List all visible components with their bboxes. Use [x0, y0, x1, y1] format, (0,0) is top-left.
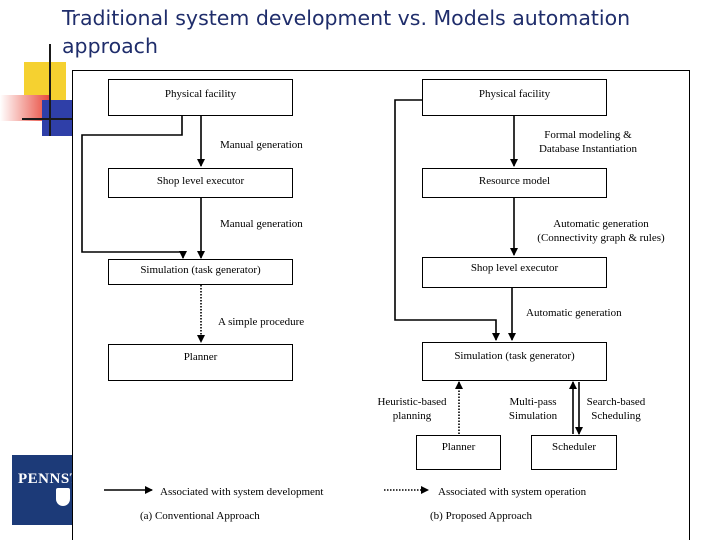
- right-simulation-label: Simulation (task generator): [454, 350, 575, 362]
- left-facility-to-executor-connector: [81, 116, 187, 259]
- left-manual-generation-label-2: Manual generation: [220, 218, 303, 230]
- deco-vertical-line: [49, 44, 51, 136]
- right-multipass-label: Multi-pass Simulation: [502, 395, 564, 423]
- pennstate-logo: PENNSTATE: [12, 455, 72, 525]
- right-heuristic-line-2: planning: [392, 410, 432, 422]
- left-physical-facility-label: Physical facility: [164, 88, 237, 100]
- right-search-line-1: Search-based: [586, 396, 646, 408]
- right-facility-to-simulation-connector: [394, 99, 500, 341]
- right-formal-modeling-line-1: Formal modeling &: [544, 129, 632, 141]
- right-physical-facility-box: Physical facility: [422, 79, 607, 116]
- right-heuristic-line-1: Heuristic-based: [377, 396, 447, 408]
- right-multipass-line-2: Simulation: [508, 410, 558, 422]
- left-simulation-label: Simulation (task generator): [140, 264, 261, 276]
- right-automatic-generation-line-1: Automatic generation: [553, 218, 649, 230]
- deco-red-bar: [0, 95, 50, 121]
- right-resource-model-label: Resource model: [478, 175, 551, 187]
- slide-title: Traditional system development vs. Model…: [62, 6, 631, 58]
- right-scheduler-label: Scheduler: [552, 441, 596, 453]
- logo-text: PENNSTATE: [18, 471, 72, 487]
- right-shop-level-executor-box: Shop level executor: [422, 257, 607, 288]
- left-simple-procedure-label: A simple procedure: [218, 316, 305, 328]
- left-manual-generation-label-1: Manual generation: [220, 139, 303, 151]
- left-physical-facility-box: Physical facility: [108, 79, 293, 116]
- left-caption: (a) Conventional Approach: [140, 510, 260, 522]
- legend-development-label: Associated with system development: [160, 486, 324, 498]
- right-search-line-2: Scheduling: [591, 410, 641, 422]
- right-planner-box: Planner: [416, 435, 501, 470]
- right-resource-model-box: Resource model: [422, 168, 607, 198]
- right-shop-level-executor-label: Shop level executor: [470, 262, 559, 274]
- right-automatic-generation-line-2: (Connectivity graph & rules): [537, 232, 665, 244]
- right-formal-modeling-label: Formal modeling & Database Instantiation: [528, 128, 648, 156]
- shield-icon: [56, 488, 70, 506]
- left-planner-box: Planner: [108, 344, 293, 381]
- right-formal-modeling-line-2: Database Instantiation: [538, 143, 638, 155]
- right-automatic-generation-label-1: Automatic generation (Connectivity graph…: [528, 217, 674, 245]
- right-automatic-generation-label-2: Automatic generation: [526, 307, 622, 319]
- right-multipass-line-1: Multi-pass: [509, 396, 557, 408]
- right-simulation-box: Simulation (task generator): [422, 342, 607, 381]
- right-search-label: Search-based Scheduling: [582, 395, 650, 423]
- right-planner-label: Planner: [441, 441, 476, 453]
- right-scheduler-box: Scheduler: [531, 435, 617, 470]
- right-caption: (b) Proposed Approach: [430, 510, 533, 522]
- deco-horizontal-line: [22, 118, 74, 120]
- legend-operation-label: Associated with system operation: [438, 486, 587, 498]
- right-heuristic-label: Heuristic-based planning: [368, 395, 456, 423]
- left-shop-level-executor-box: Shop level executor: [108, 168, 293, 198]
- left-planner-label: Planner: [183, 351, 218, 363]
- left-shop-level-executor-label: Shop level executor: [156, 175, 245, 187]
- left-simulation-box: Simulation (task generator): [108, 259, 293, 285]
- right-physical-facility-label: Physical facility: [478, 88, 551, 100]
